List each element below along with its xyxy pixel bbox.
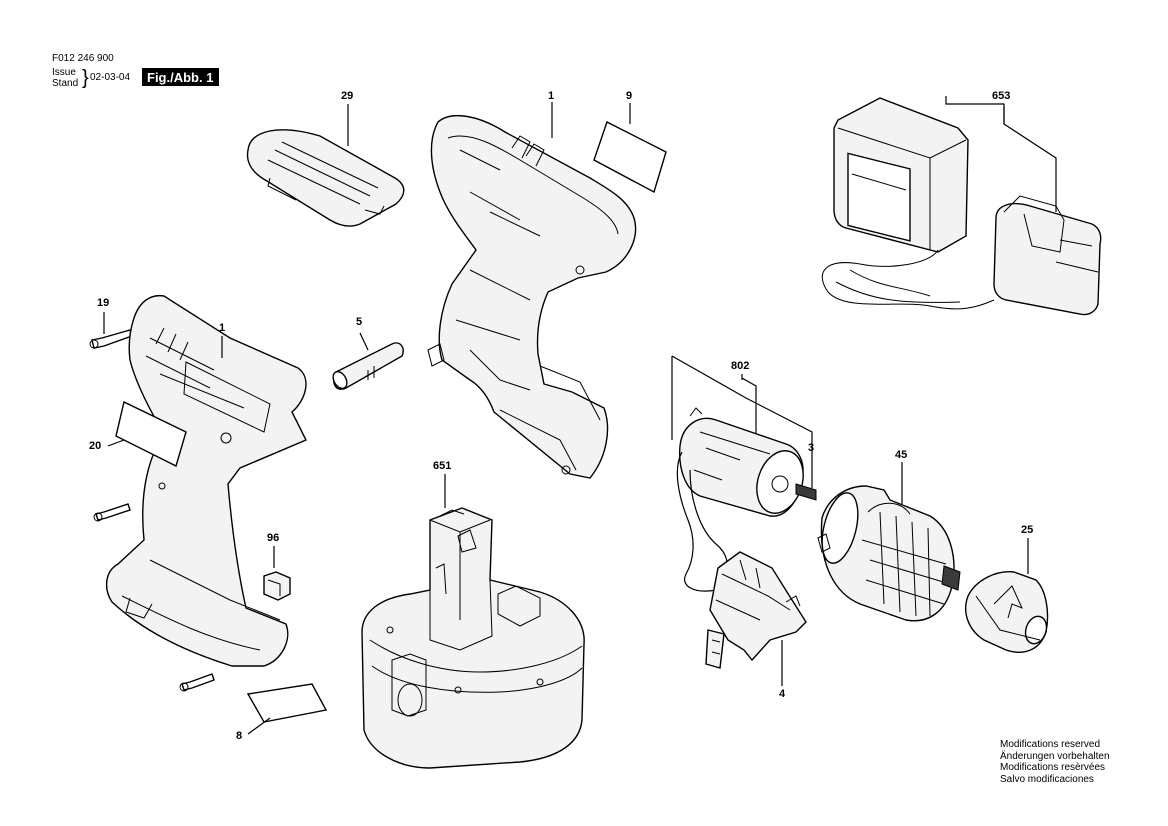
stand-label: Stand [52, 78, 79, 89]
callout-802: 802 [731, 360, 750, 372]
callout-653: 653 [992, 90, 1011, 102]
motor-wire-1 [676, 451, 717, 592]
part-8-label [246, 683, 328, 723]
part-1-housing-right [427, 115, 637, 479]
part-screw-bottom [179, 673, 215, 692]
part-4-switch [705, 551, 807, 669]
part-20-label [115, 400, 187, 468]
callout-45: 45 [895, 449, 908, 461]
callout-5: 5 [356, 316, 363, 328]
callout-29: 29 [341, 90, 354, 102]
document-number: F012 246 900 [52, 53, 114, 64]
part-802-motor [679, 407, 817, 517]
issue-date: 02-03-04 [90, 72, 131, 83]
callout-96: 96 [267, 532, 280, 544]
callout-3: 3 [808, 442, 815, 454]
callout-20: 20 [89, 440, 102, 452]
part-1-housing-left [105, 294, 307, 667]
issue-label: Issue [52, 67, 76, 78]
part-653-charger [821, 97, 1102, 316]
callout-651: 651 [433, 460, 452, 472]
callout-8: 8 [236, 730, 243, 742]
modifications-notes: Modifications reserved Änderungen vorbeh… [1000, 739, 1110, 785]
callout-19: 19 [97, 297, 110, 309]
part-25-cap [965, 571, 1049, 653]
part-19-screw [89, 329, 133, 349]
note-de: Änderungen vorbehalten [1000, 750, 1110, 762]
issue-brace: } [82, 67, 89, 89]
part-96-clip [263, 571, 291, 601]
part-651-battery [361, 507, 585, 769]
note-fr: Modifications resèrvées [1000, 762, 1106, 773]
part-29-cover [246, 129, 405, 227]
part-screw-mid [93, 503, 131, 522]
part-45-gearbox [817, 485, 961, 622]
part-5-pin [332, 342, 404, 390]
part-9-label [593, 121, 667, 194]
callout-9: 9 [626, 90, 633, 102]
callout-1-top: 1 [548, 90, 555, 102]
note-es: Salvo modificaciones [1000, 773, 1094, 785]
note-en: Modifications reserved [1000, 739, 1101, 750]
callout-1-left: 1 [219, 322, 226, 334]
callout-25: 25 [1021, 524, 1034, 536]
callout-4: 4 [779, 688, 786, 700]
figure-label: Fig./Abb. 1 [142, 68, 220, 86]
